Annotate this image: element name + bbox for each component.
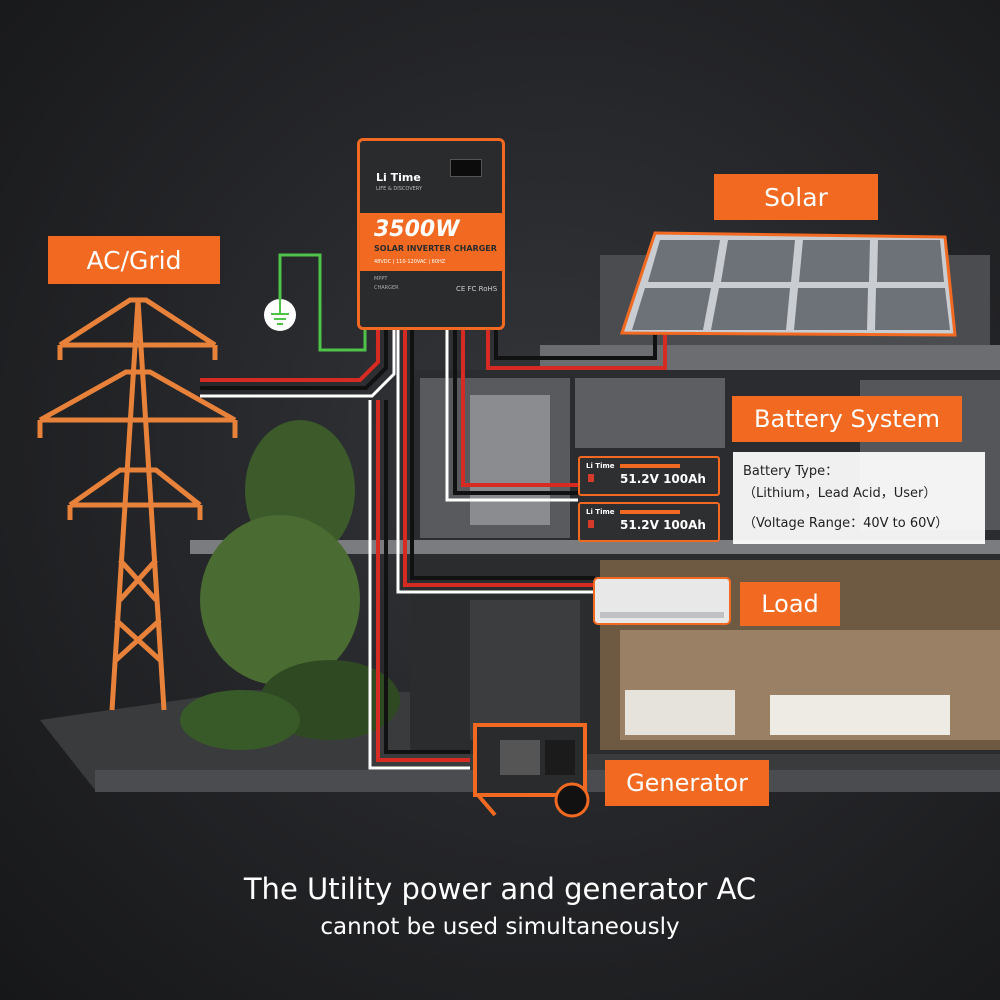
solar-panels xyxy=(619,231,957,337)
battery-brand: Li Time xyxy=(586,462,615,470)
battery-stripe xyxy=(620,464,680,468)
inverter-power-rating: 3500W xyxy=(374,217,460,242)
inverter-detail-charger: CHARGER xyxy=(374,285,399,291)
gen-wire-white xyxy=(368,400,470,770)
battery-brand: Li Time xyxy=(586,508,615,516)
load-wire-white xyxy=(396,330,595,594)
load-wire-red xyxy=(403,330,595,587)
inverter-front-band: 3500W SOLAR INVERTER CHARGER 48VDC | 110… xyxy=(360,213,502,271)
label-load: Load xyxy=(740,582,840,626)
gen-wire-red xyxy=(376,400,470,762)
gen-wire-black xyxy=(384,400,470,754)
battery-info-box: Battery Type： （Lithium，Lead Acid，User） （… xyxy=(733,452,985,544)
battery-module-1: Li Time 51.2V 100Ah xyxy=(578,456,720,496)
battery-module-2: Li Time 51.2V 100Ah xyxy=(578,502,720,542)
label-ac-grid: AC/Grid xyxy=(48,236,220,284)
battery-wire-black xyxy=(453,330,578,495)
load-wire-black xyxy=(410,330,595,580)
inverter-display xyxy=(450,159,482,177)
battery-switch-icon xyxy=(588,474,594,482)
solar-wire-black xyxy=(494,330,657,360)
grid-wire-white xyxy=(200,330,396,398)
battery-rating: 51.2V 100Ah xyxy=(620,518,706,532)
inverter-tagline: LIFE & DISCOVERY xyxy=(376,186,422,192)
grid-wire-black xyxy=(200,330,388,390)
inverter-brand: Li Time xyxy=(376,171,421,184)
ground-wire xyxy=(278,253,367,352)
generator-machine xyxy=(473,723,590,818)
label-generator: Generator xyxy=(605,760,769,806)
inverter-details: MPPT CHARGER xyxy=(374,275,399,293)
solar-inverter-charger: Li Time LIFE & DISCOVERY 3500W SOLAR INV… xyxy=(357,138,505,330)
inverter-certifications: CE FC RoHS xyxy=(456,285,498,293)
label-battery-system: Battery System xyxy=(732,396,962,442)
trees xyxy=(180,420,400,750)
grid-wire-red xyxy=(200,330,380,382)
earth-ground-icon xyxy=(264,299,296,331)
battery-voltage-range: （Voltage Range：40V to 60V） xyxy=(743,516,949,531)
battery-rating: 51.2V 100Ah xyxy=(620,472,706,486)
inverter-detail-mppt: MPPT xyxy=(374,276,388,282)
battery-wire-white xyxy=(445,330,578,502)
battery-type-options: （Lithium，Lead Acid，User） xyxy=(743,486,937,501)
inverter-spec: 48VDC | 110-120VAC | 60HZ xyxy=(374,259,446,265)
transmission-tower xyxy=(37,297,238,711)
label-solar: Solar xyxy=(714,174,878,220)
battery-switch-icon xyxy=(588,520,594,528)
caption-line-2: cannot be used simultaneously xyxy=(320,914,680,940)
inverter-subtitle: SOLAR INVERTER CHARGER xyxy=(374,244,497,253)
air-conditioner-unit xyxy=(593,577,731,625)
caption-line-1: The Utility power and generator AC xyxy=(243,872,757,906)
wiring xyxy=(200,253,667,770)
solar-wire-red xyxy=(486,330,667,370)
battery-type-label: Battery Type： xyxy=(743,464,839,479)
battery-stripe xyxy=(620,510,680,514)
battery-wire-red xyxy=(461,330,578,487)
